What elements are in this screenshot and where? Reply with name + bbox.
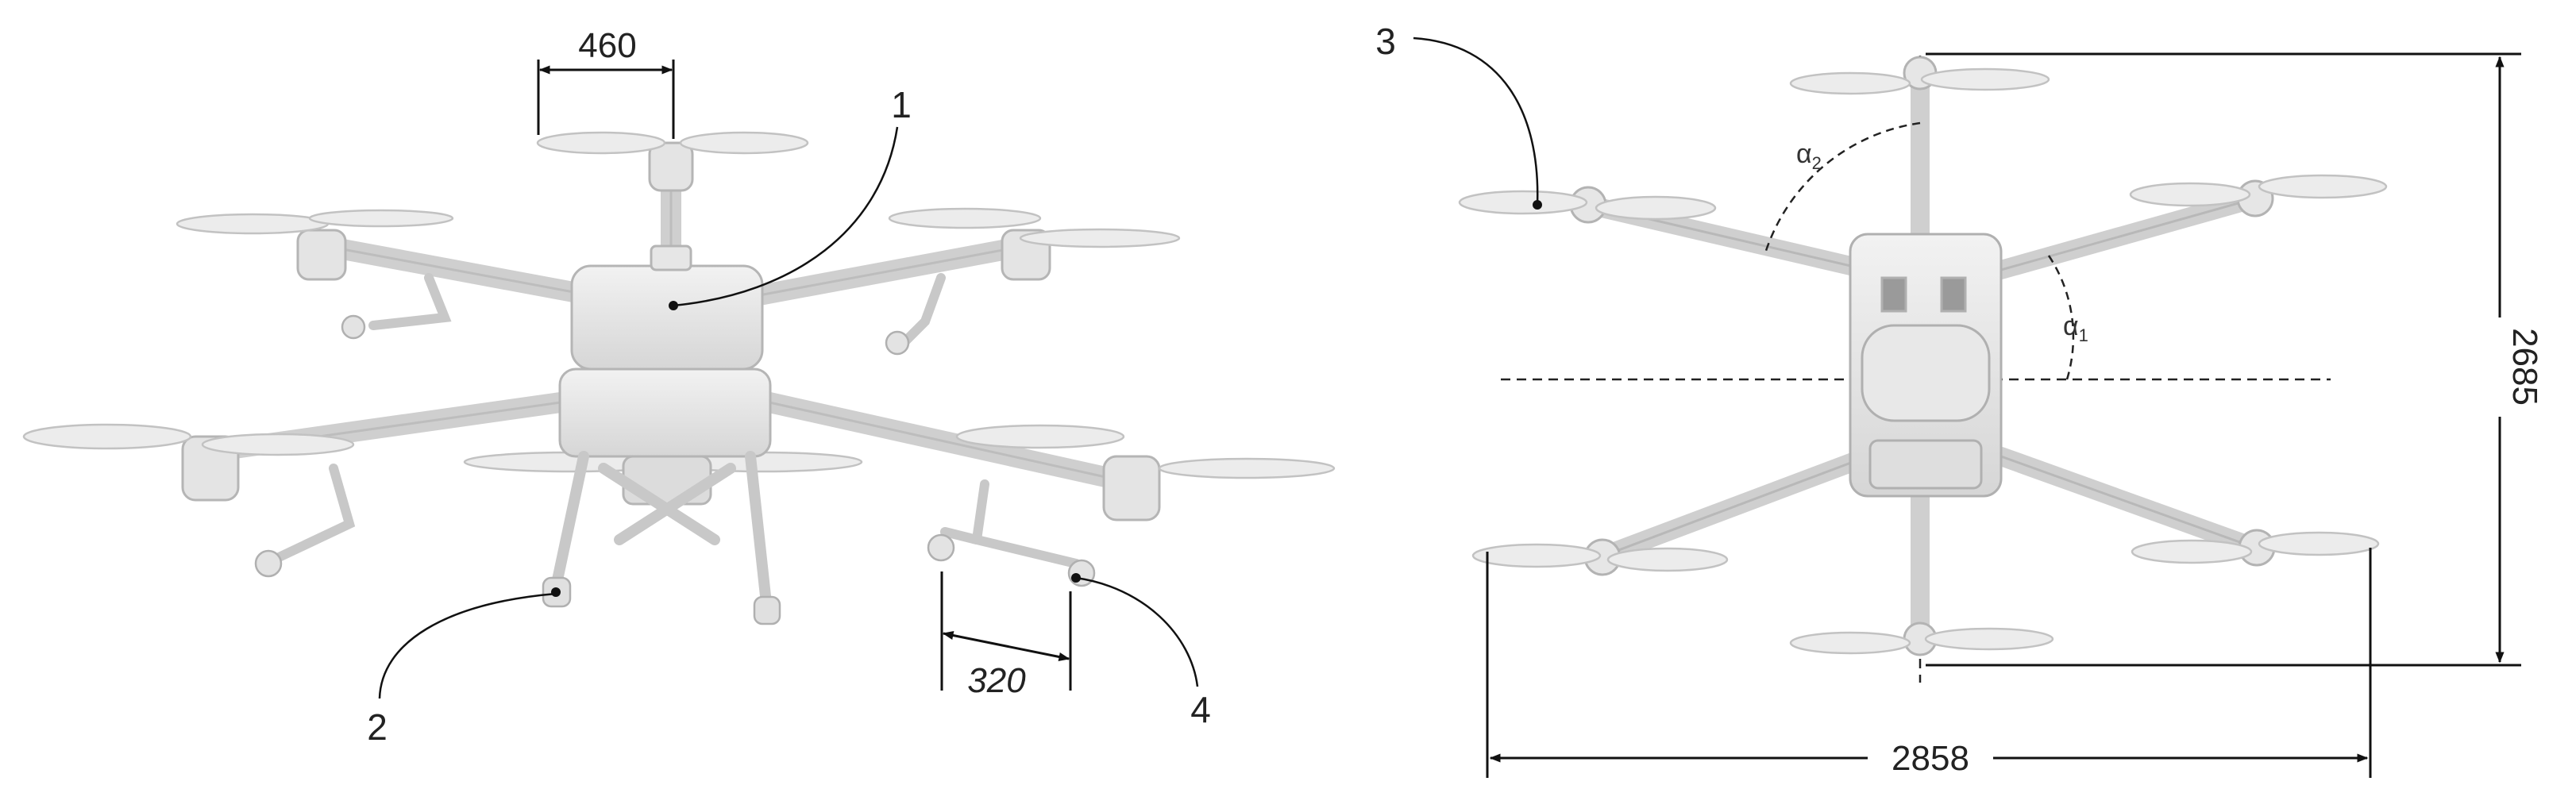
dimension-320 [940,571,1072,691]
callout-3-dot [1533,200,1542,210]
callout-4-leader [1075,576,1199,687]
callout-4-dot [1071,573,1081,583]
callout-1-leader [673,126,899,307]
nozzle-brackets [269,273,1081,568]
top-propellers [1458,67,2388,655]
callout-1-dot [669,301,678,310]
callout-2-label: 2 [367,706,388,748]
dimension-460 [537,60,675,139]
callout-3-leader [1413,37,1539,206]
callout-2-leader [378,592,557,699]
callout-2-dot [551,587,561,597]
dimension-460-label: 460 [578,26,636,65]
drone-body [558,244,772,506]
angle-alpha2-label: α2 [1796,139,1822,173]
angle-alpha1-arc [2047,255,2075,380]
dimension-2685-label: 2685 [2505,328,2544,406]
dimension-2685 [1926,52,2521,667]
callout-3-label: 3 [1375,21,1396,62]
perspective-view: 460 320 1 2 4 [22,26,1336,748]
propellers [22,131,1336,479]
dimension-2858-label: 2858 [1892,739,1969,778]
dimension-2858 [1486,548,2372,778]
landing-gear [550,451,772,609]
top-view: α1 α2 2685 2858 3 [1375,21,2544,778]
top-body [1849,233,2003,498]
angle-alpha2-arc [1763,121,1921,256]
callout-1-label: 1 [891,84,912,125]
callout-4-label: 4 [1190,689,1211,730]
motors [181,141,1161,521]
angle-alpha1-label: α1 [2063,311,2088,345]
dimension-320-label: 320 [967,661,1026,700]
